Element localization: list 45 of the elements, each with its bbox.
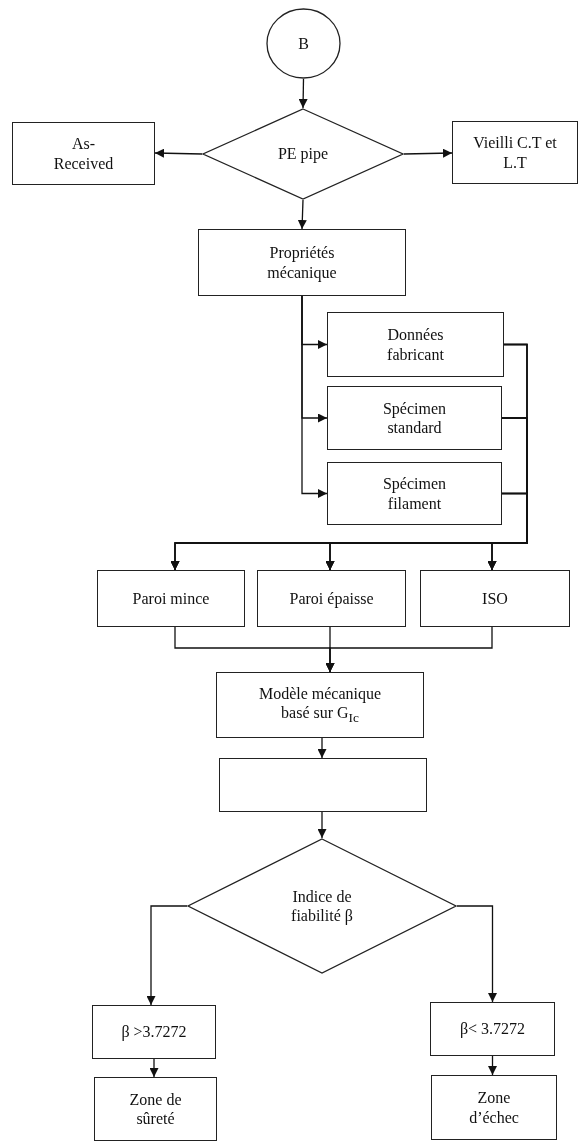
process-box xyxy=(216,672,424,738)
node-label: Zone d’échec xyxy=(468,1088,520,1127)
process-box xyxy=(327,462,502,525)
node-label: As- Received xyxy=(52,134,115,173)
node-label: β< 3.7272 xyxy=(458,1019,527,1039)
node-label: Modèle mécanique basé sur G$_{Ic}$ xyxy=(257,683,383,727)
node-label: Spécimen filament xyxy=(381,474,448,513)
process-box xyxy=(327,386,502,450)
process-box xyxy=(97,570,245,627)
node-label: β >3.7272 xyxy=(120,1022,188,1042)
node-label: B xyxy=(297,33,310,54)
arrow xyxy=(317,811,327,839)
node-label: Propriétés mécanique xyxy=(266,243,338,282)
arrow xyxy=(456,905,497,1003)
arrow xyxy=(403,148,453,158)
process-box xyxy=(219,758,427,812)
node-label: Paroi mince xyxy=(131,588,211,609)
node-label: Zone de sûreté xyxy=(128,1089,183,1129)
arrow xyxy=(487,492,528,571)
arrow xyxy=(317,737,327,759)
node-label: ISO xyxy=(481,588,509,609)
node-label: Données fabricant xyxy=(386,325,445,364)
process-box xyxy=(92,1005,216,1059)
arrow xyxy=(301,295,328,498)
process-box xyxy=(94,1077,217,1141)
arrow xyxy=(146,905,188,1006)
process-box xyxy=(327,312,504,377)
process-box xyxy=(257,570,406,627)
node-label: Indice de fiabilité β xyxy=(290,886,354,926)
arrow xyxy=(488,1055,497,1076)
arrow xyxy=(297,199,307,230)
process-box xyxy=(431,1075,557,1140)
arrow xyxy=(149,1058,159,1078)
process-box xyxy=(12,122,155,185)
process-box xyxy=(198,229,406,296)
arrow xyxy=(325,626,493,673)
node-label: Vieilli C.T et L.T xyxy=(472,133,558,172)
node-label: PE pipe xyxy=(276,144,330,164)
node-label: Spécimen standard xyxy=(381,398,448,438)
arrow xyxy=(298,78,308,109)
process-box xyxy=(452,121,578,184)
arrow xyxy=(154,148,203,158)
process-box xyxy=(420,570,570,627)
process-box xyxy=(430,1002,555,1056)
node-label: Paroi épaisse xyxy=(288,588,375,609)
